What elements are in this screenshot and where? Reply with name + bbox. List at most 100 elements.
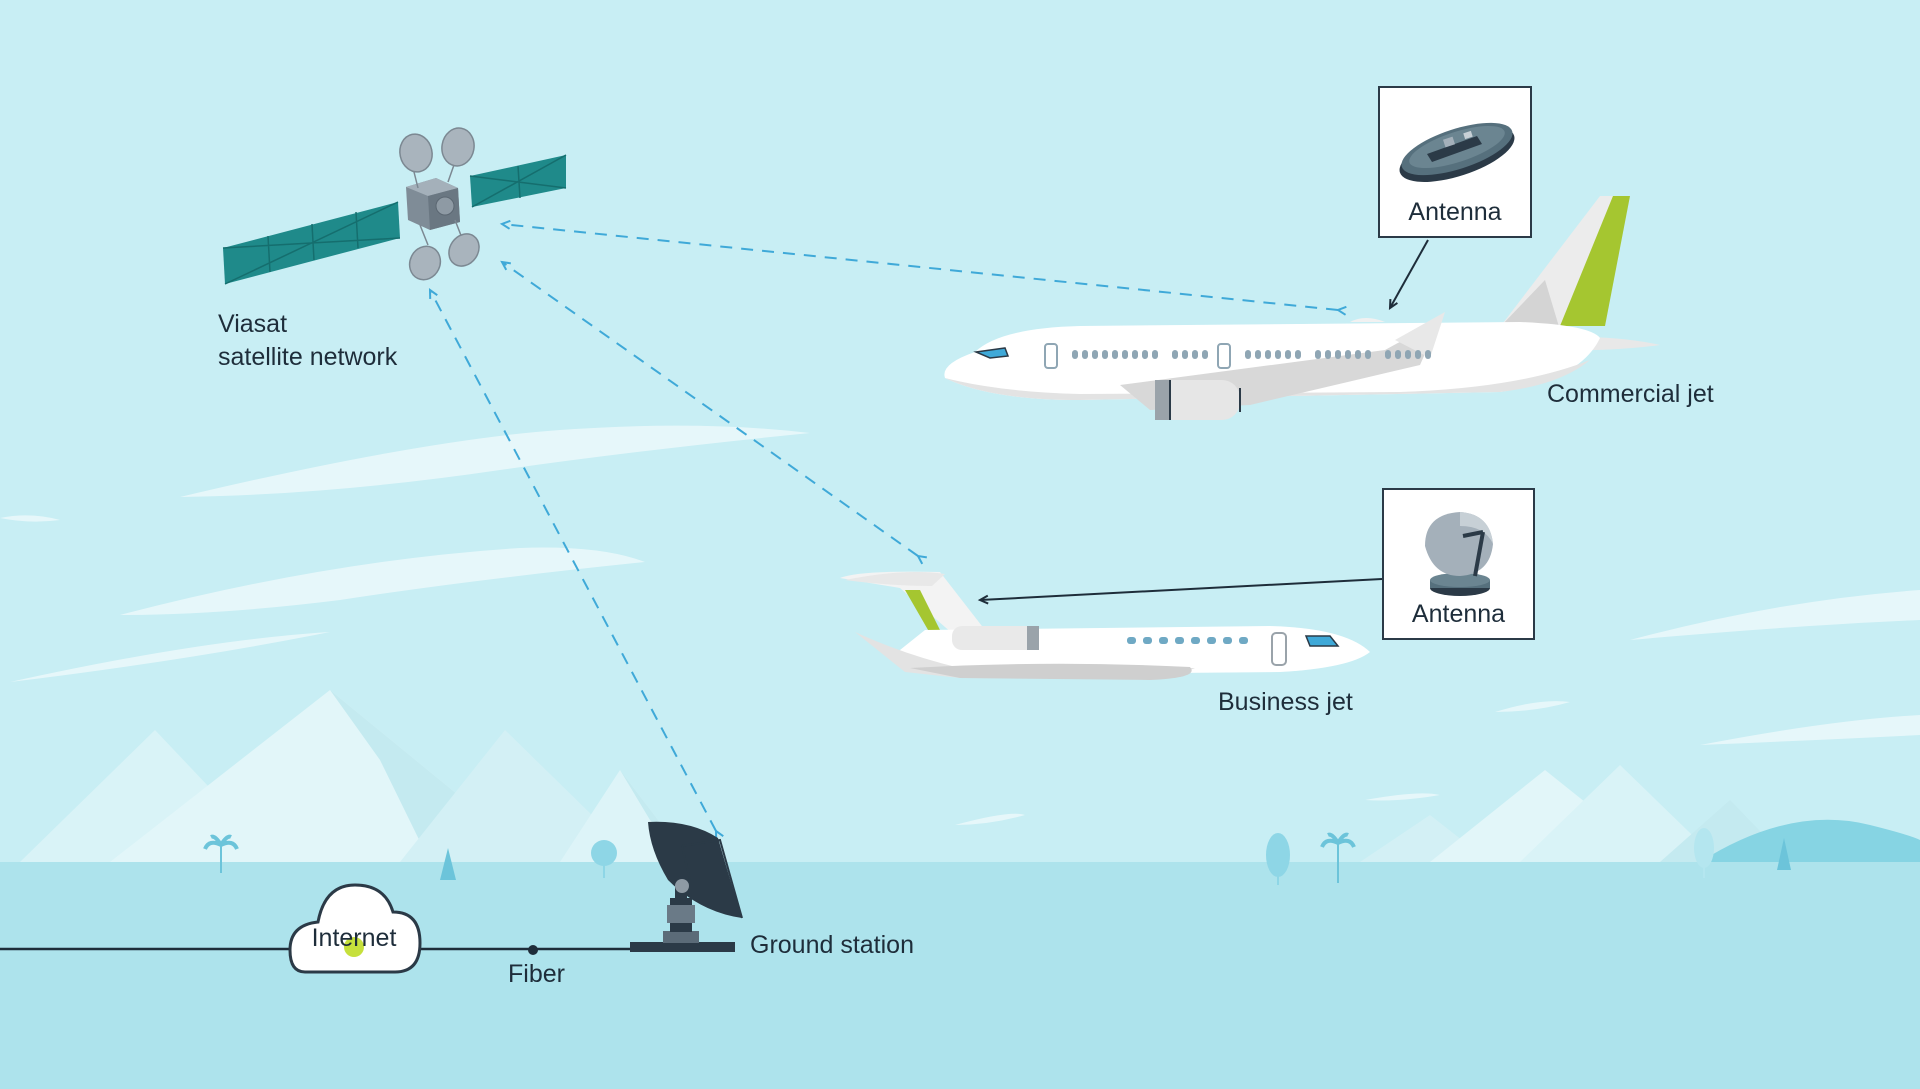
satellite-label-line2: satellite network [218, 343, 398, 371]
ground [0, 862, 1920, 1089]
jet-windows [1044, 343, 1231, 369]
jet-door [1271, 632, 1287, 666]
window [1345, 350, 1351, 359]
round-tree-icon [1266, 833, 1290, 885]
satellite-label-line1: Viasat [218, 310, 288, 338]
commercial-jet [944, 196, 1660, 420]
fiber-label: Fiber [508, 960, 565, 988]
trees [203, 828, 1791, 885]
palm-tree-icon [1320, 832, 1356, 883]
window [1112, 350, 1118, 359]
cloud [0, 515, 60, 522]
window [1385, 350, 1391, 359]
window [1295, 350, 1301, 359]
window [1127, 637, 1136, 644]
window [1325, 350, 1331, 359]
pine-tree-icon [440, 848, 456, 880]
window [1265, 350, 1271, 359]
commercial-antenna-callout: Antenna [1378, 86, 1532, 238]
window [1415, 350, 1421, 359]
callout-line-commercial-antenna [1388, 239, 1429, 310]
jet-fuselage [944, 322, 1600, 400]
reflector [399, 133, 433, 173]
window [1092, 350, 1098, 359]
round-tree-icon [591, 840, 617, 878]
window [1132, 350, 1138, 359]
window [1102, 350, 1108, 359]
cloud [1495, 701, 1570, 712]
jet-stabilizer [845, 572, 945, 586]
cloud [1700, 715, 1920, 745]
window [1255, 350, 1261, 359]
window [1239, 637, 1248, 644]
window [1191, 637, 1200, 644]
jet-cockpit-window [973, 347, 1010, 359]
callout-line-business-antenna [977, 578, 1383, 605]
window [1072, 350, 1078, 359]
internet-label: Internet [311, 924, 397, 952]
window [1172, 350, 1178, 359]
link-satellite-ground-station [428, 288, 724, 840]
cloud [1630, 590, 1920, 640]
jet-tail [840, 571, 985, 640]
satellite-label: Viasat satellite network [218, 308, 397, 374]
mountain [1520, 765, 1720, 862]
window [1159, 637, 1168, 644]
cloud [1365, 793, 1440, 801]
commercial-antenna-label: Antenna [1408, 198, 1502, 226]
window [1143, 637, 1152, 644]
satellite-dishes [399, 127, 480, 281]
reflector [441, 127, 475, 167]
satellite-icon [222, 127, 567, 285]
cloud [10, 632, 330, 682]
jet-window-row [1072, 350, 1431, 359]
window [1122, 350, 1128, 359]
reflector [408, 245, 442, 281]
internet-cloud-icon [288, 883, 422, 974]
window [1082, 350, 1088, 359]
window [1192, 350, 1198, 359]
window [1285, 350, 1291, 359]
window [1207, 637, 1216, 644]
internet-dot [344, 937, 364, 957]
mountains-right [1360, 765, 1920, 862]
jet-window-row [1127, 637, 1248, 644]
commercial-jet-label: Commercial jet [1547, 380, 1714, 408]
hill [1700, 819, 1920, 862]
pine-tree-icon [1777, 838, 1791, 870]
business-jet [840, 571, 1370, 680]
window [1245, 350, 1251, 359]
round-tree-icon [1694, 828, 1714, 878]
jet-radome [1350, 318, 1385, 322]
flat-panel-antenna-icon [1399, 122, 1515, 182]
window [1365, 350, 1371, 359]
jet-cockpit-window [1304, 635, 1340, 647]
solar-panel-left [222, 201, 401, 285]
ground-station-label: Ground station [750, 931, 914, 959]
jet-engine [1155, 380, 1241, 420]
window [1175, 637, 1184, 644]
window [1335, 350, 1341, 359]
jet-tail-accent [1560, 196, 1630, 326]
window [1425, 350, 1431, 359]
business-antenna-label: Antenna [1411, 600, 1506, 628]
window [1182, 350, 1188, 359]
ground-station-icon [630, 821, 743, 952]
jet-wing-shadow [910, 663, 1192, 680]
window [1275, 350, 1281, 359]
jet-wing-top [1395, 312, 1445, 358]
reflector [448, 233, 480, 267]
solar-panel-right [469, 154, 567, 208]
jet-tail-shadow [1500, 280, 1560, 330]
window [1315, 350, 1321, 359]
fiber-node [528, 945, 538, 955]
window [1152, 350, 1158, 359]
dish-antenna-icon [1425, 512, 1493, 596]
business-antenna-callout: Antenna [1382, 488, 1535, 640]
jet-engine [952, 626, 1039, 650]
window [1142, 350, 1148, 359]
jet-tail-accent [905, 590, 945, 642]
satellite-body [406, 178, 460, 230]
window [1395, 350, 1401, 359]
